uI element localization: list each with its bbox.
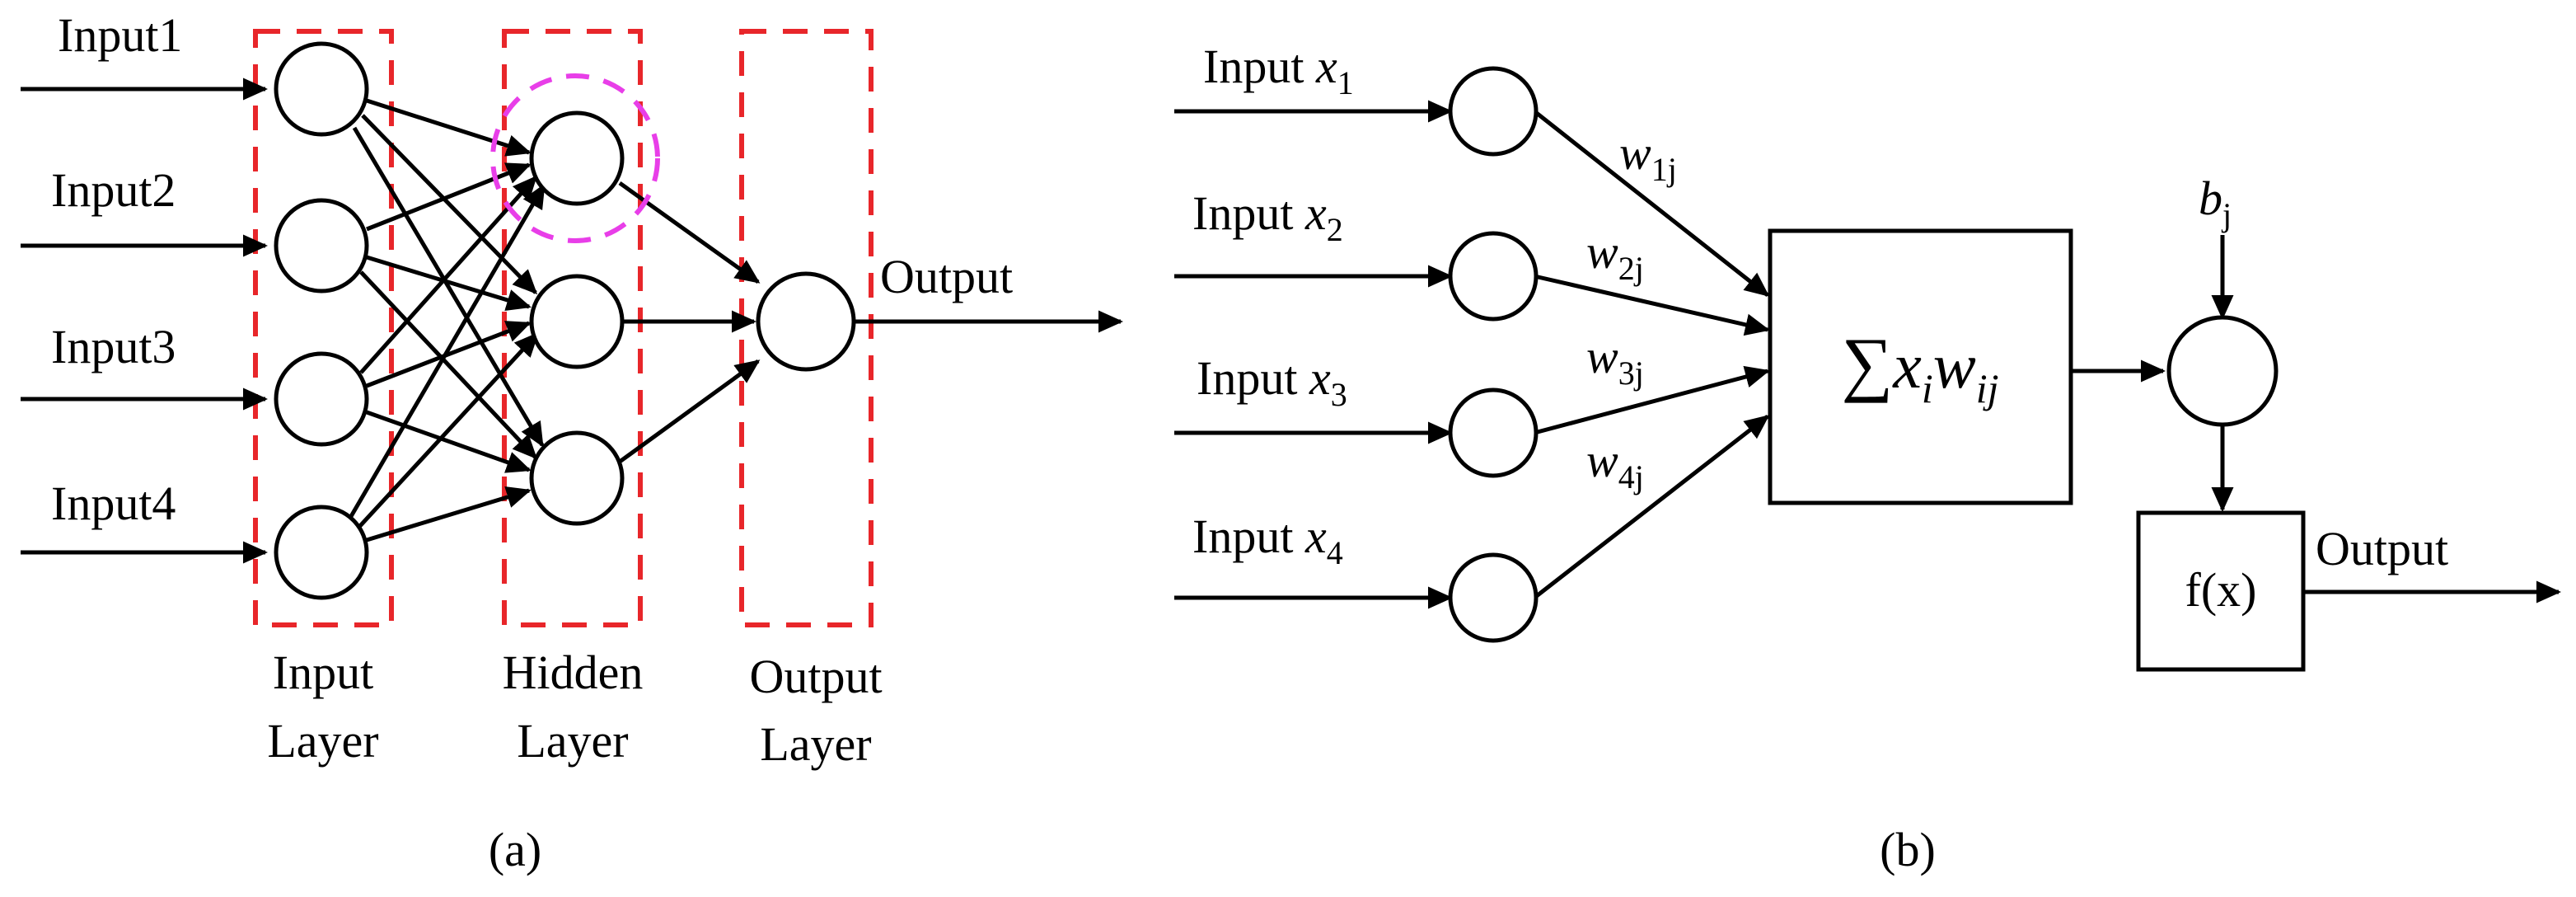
input-node-3 xyxy=(274,351,369,447)
input-x4-label: Input x4 xyxy=(1192,510,1343,571)
hidden-layer-label-1: Hidden xyxy=(503,646,644,699)
activation-label: f(x) xyxy=(2185,563,2257,617)
input-node-2 xyxy=(274,198,369,294)
weight-w2j-label: w2j xyxy=(1586,225,1644,287)
x4-node xyxy=(1448,552,1539,643)
input-x3-label: Input x3 xyxy=(1197,351,1347,413)
highlight-circle xyxy=(490,73,660,243)
hidden-node-1 xyxy=(529,110,625,206)
output-layer-label-2: Layer xyxy=(760,717,871,771)
hidden-node-3 xyxy=(529,430,625,526)
x3-node xyxy=(1448,387,1539,478)
hidden-node-2 xyxy=(529,274,625,369)
input1-label: Input1 xyxy=(58,8,182,62)
input-layer-label-2: Layer xyxy=(267,714,378,768)
input-layer-label-1: Input xyxy=(273,646,373,699)
bias-label: bj xyxy=(2199,171,2232,233)
summation-box xyxy=(1768,228,2073,505)
x1-node xyxy=(1448,66,1539,157)
input-hidden-connections xyxy=(348,98,546,542)
x2-node xyxy=(1448,231,1539,322)
weight-w3j-label: w3j xyxy=(1586,330,1644,392)
caption-a: (a) xyxy=(489,823,541,876)
input3-label: Input3 xyxy=(51,320,176,373)
input-x2-label: Input x2 xyxy=(1192,186,1343,248)
w2-connection xyxy=(1534,274,1770,336)
caption-b: (b) xyxy=(1880,823,1936,876)
output-node xyxy=(756,271,856,372)
input-x1-label: Input x1 xyxy=(1203,40,1354,101)
input2-label: Input2 xyxy=(51,163,176,217)
input-node-4 xyxy=(274,505,369,600)
summation-formula: ∑xiwij xyxy=(1841,324,1998,411)
input-layer-box xyxy=(253,29,394,627)
input-node-1 xyxy=(274,41,369,137)
weight-w1j-label: w1j xyxy=(1619,126,1677,188)
input4-label: Input4 xyxy=(51,477,176,530)
hidden-output-connections xyxy=(618,181,761,464)
bias-sum-node xyxy=(2166,315,2279,427)
panel-a: Input1 Input2 Input3 Input4 Output Input… xyxy=(21,8,1123,876)
panel-b: ∑xiwij f(x) Input x1 Input x2 Input x3 I… xyxy=(1174,40,2561,876)
output-layer-label-1: Output xyxy=(749,650,882,703)
output-label-a: Output xyxy=(880,250,1013,303)
w4-connection xyxy=(1533,415,1770,599)
w3-connection xyxy=(1534,365,1770,435)
weight-w4j-label: w4j xyxy=(1586,434,1644,495)
hidden-layer-label-2: Layer xyxy=(517,714,628,768)
output-layer-box xyxy=(739,29,873,627)
output-label-b: Output xyxy=(2316,522,2448,575)
w1-connection xyxy=(1533,110,1770,297)
